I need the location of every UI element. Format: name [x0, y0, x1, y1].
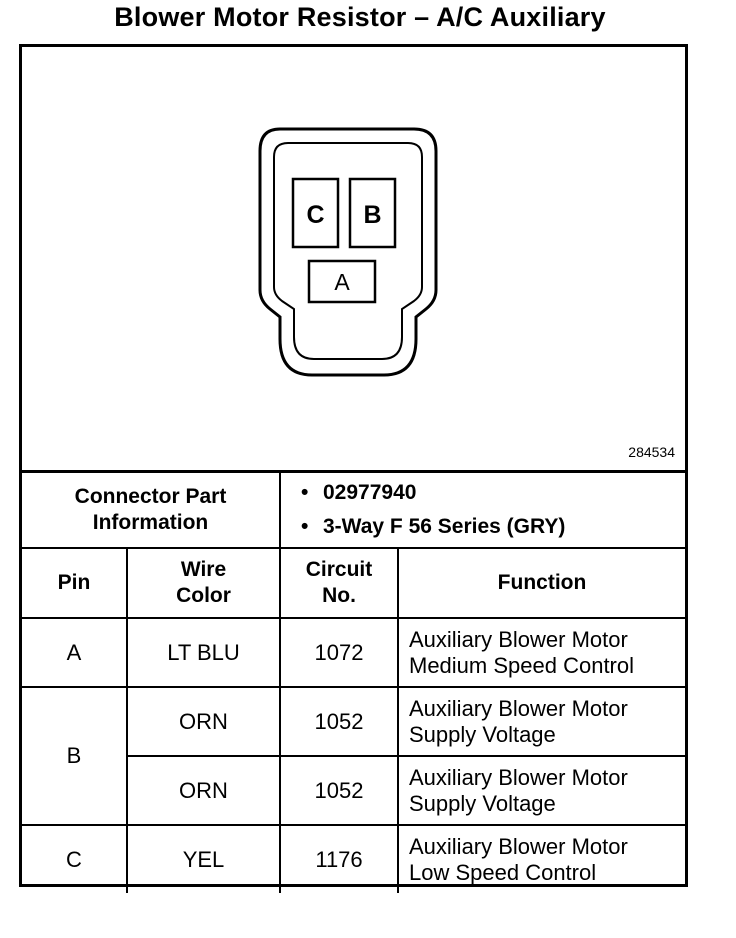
connector-info-row: Connector Part Information 02977940 3-Wa…: [22, 470, 685, 549]
table-header-row: Pin Wire Color Circuit No. Function: [22, 547, 685, 619]
pin-cell: C: [22, 824, 128, 893]
pin-cell: A: [22, 617, 128, 688]
pinout-table: Connector Part Information 02977940 3-Wa…: [22, 470, 685, 893]
table-row: ORN 1052 Auxiliary Blower Motor Supply V…: [22, 755, 685, 826]
connector-outer-shell: [258, 127, 438, 377]
wire-color-cell: YEL: [126, 824, 281, 893]
header-function: Function: [397, 547, 685, 619]
circuit-cell: 1052: [279, 686, 399, 757]
connector-diagram: C B A 284534: [22, 47, 685, 470]
pin-cavity-a: [307, 259, 377, 304]
circuit-cell: 1176: [279, 824, 399, 893]
pin-label-c: C: [306, 201, 324, 229]
connector-info-value: 02977940 3-Way F 56 Series (GRY): [279, 470, 685, 549]
wire-color-cell: ORN: [127, 755, 281, 826]
pin-cavity-b: [348, 177, 397, 249]
function-cell: Auxiliary Blower Motor Supply Voltage: [397, 686, 685, 757]
table-row: B ORN 1052 Auxiliary Blower Motor Supply…: [22, 686, 685, 826]
table-row: A LT BLU 1072 Auxiliary Blower Motor Med…: [22, 617, 685, 688]
page-title: Blower Motor Resistor – A/C Auxiliary: [114, 2, 606, 32]
header-pin: Pin: [22, 547, 128, 619]
connector-info-label: Connector Part Information: [22, 470, 281, 549]
table-row: C YEL 1176 Auxiliary Blower Motor Low Sp…: [22, 824, 685, 893]
part-number: 02977940: [301, 476, 685, 510]
pin-cell: B: [22, 686, 128, 826]
function-cell: Auxiliary Blower Motor Low Speed Control: [397, 824, 685, 893]
connector-sheet: C B A 284534 Connector Part Information …: [19, 44, 688, 893]
wire-color-cell: ORN: [126, 686, 281, 757]
header-wire-color: Wire Color: [126, 547, 281, 619]
wire-color-cell: LT BLU: [126, 617, 281, 688]
connector-face-drawing: C B A: [258, 127, 438, 377]
function-cell: Auxiliary Blower Motor Supply Voltage: [397, 755, 685, 826]
connector-description: 3-Way F 56 Series (GRY): [301, 510, 685, 544]
connector-inner-shell: [273, 142, 423, 360]
figure-reference-number: 284534: [628, 444, 675, 460]
pin-label-a: A: [334, 269, 350, 295]
function-cell: Auxiliary Blower Motor Medium Speed Cont…: [397, 617, 685, 688]
circuit-cell: 1072: [279, 617, 399, 688]
pin-label-b: B: [363, 201, 381, 229]
circuit-cell: 1052: [279, 755, 399, 826]
pin-cavity-c: [291, 177, 340, 249]
header-circuit-no: Circuit No.: [279, 547, 399, 619]
